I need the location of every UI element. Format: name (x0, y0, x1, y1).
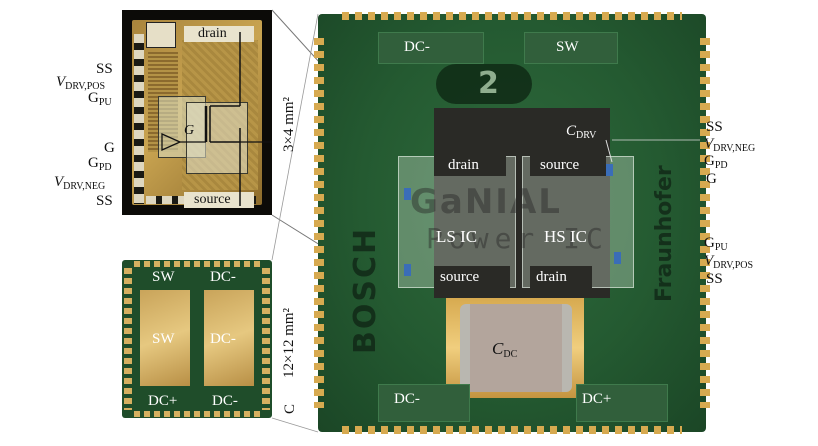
module-ls-ic: LS IC (436, 227, 478, 246)
module-source-ls: source (440, 269, 480, 285)
die-top-pads (146, 22, 176, 48)
right-pin-g: G (706, 171, 717, 187)
module-right-pins (700, 38, 710, 408)
die-photo: drain source G (122, 10, 272, 215)
module-drain-ls: drain (448, 157, 479, 173)
sw-pad (140, 290, 190, 386)
source-hs-box (530, 154, 606, 176)
driver-cap-ls-bottom (404, 264, 411, 276)
power-module: DC- SW 2 GaNIAL Power IC drain source LS… (314, 12, 710, 434)
driver-cap-hs-bottom (614, 252, 621, 264)
die-schematic (161, 32, 272, 206)
module-source-hs: source (540, 157, 580, 173)
driver-cap-hs-top (606, 164, 613, 176)
module-left-pins (314, 38, 324, 408)
source-ls-box (434, 266, 510, 288)
small-dcm-top: DC- (210, 269, 236, 285)
small-top-pins (134, 261, 260, 267)
small-dcm-center: DC- (210, 331, 236, 347)
right-pin-ss-bottom: SS (706, 271, 723, 287)
die-bond-pads (134, 34, 144, 204)
module-hs-ic: HS IC (544, 227, 587, 246)
left-pin-vdrv-pos: VDRV,POS (56, 74, 106, 92)
drain-hs-box (530, 266, 592, 288)
print-gan: GaNIAL (410, 182, 562, 222)
die-transistor-overlay (186, 102, 248, 174)
die-drain-label: drain (198, 26, 227, 41)
right-pin-vdrv-neg: VDRV,NEG (704, 136, 756, 154)
module-bottom-view: SW DC- SW DC- DC+ DC- (122, 260, 272, 418)
right-pin-vdrv-pos: VDRV,POS (704, 253, 754, 271)
cdc-capacitor (460, 304, 572, 392)
print-power: Power IC (426, 222, 609, 255)
small-dcp-bottom: DC+ (148, 393, 178, 409)
dcm-top-pad (378, 32, 484, 64)
we-logo (436, 64, 532, 104)
module-bottom-pins (342, 426, 682, 434)
die-source-box (184, 192, 254, 208)
sw-top-pad (524, 32, 618, 64)
left-pin-ss-bottom: SS (96, 193, 113, 209)
small-right-pins (262, 268, 270, 410)
small-left-pins (124, 268, 132, 410)
dcm-pad (204, 290, 254, 386)
die-g-label: G (184, 123, 195, 138)
small-bottom-pins (134, 411, 260, 417)
module-dcm-bottom: DC- (394, 391, 420, 407)
driver-cap-ls-top (404, 188, 411, 200)
small-sw-center: SW (152, 331, 175, 347)
module-top-pins (342, 12, 682, 20)
we-logo-number: 2 (478, 66, 499, 101)
right-pin-ss-top: SS (706, 119, 723, 135)
module-dcp-bottom: DC+ (582, 391, 612, 407)
right-pin-gpu: GPU (704, 235, 728, 253)
module-sw-top: SW (556, 39, 579, 55)
left-pin-ss-top: SS (96, 61, 113, 77)
dcm-bottom-pad (378, 384, 470, 422)
left-pin-vdrv-neg: VDRV,NEG (54, 174, 106, 192)
drain-ls-box (434, 154, 506, 176)
dcp-bottom-pad (576, 384, 668, 422)
left-pin-gpu: GPU (88, 90, 112, 108)
die-source-label: source (194, 192, 231, 207)
small-dcm-bottom: DC- (212, 393, 238, 409)
cdrv-label: CDRV (566, 123, 597, 141)
module-cdc-label: CDC (492, 339, 518, 360)
left-pin-gpd: GPD (88, 155, 112, 173)
left-pin-g: G (104, 140, 115, 156)
module-drain-hs: drain (536, 269, 567, 285)
die-drain-box (184, 26, 254, 42)
right-pin-gpd: GPD (704, 153, 728, 171)
small-sw-top: SW (152, 269, 175, 285)
module-dcm-top: DC- (404, 39, 430, 55)
